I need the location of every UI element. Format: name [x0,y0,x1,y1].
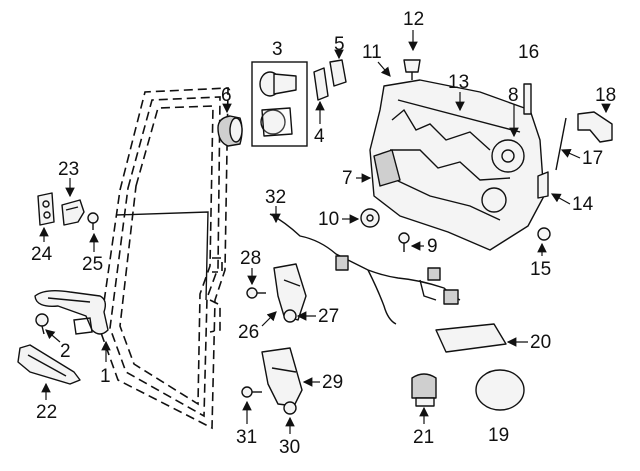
callout-16: 16 [518,42,539,63]
callout-17: 17 [582,148,603,169]
callout-21: 21 [413,427,434,448]
handle-bracket [17,344,81,385]
callout-12: 12 [403,9,424,30]
hinge-nut-27 [283,309,297,323]
rod [555,117,567,171]
callout-15: 15 [530,259,551,280]
callout-6: 6 [221,85,232,106]
outside-handle [34,289,109,335]
callout-26: 26 [238,322,259,343]
callout-27: 27 [318,306,339,327]
callout-19: 19 [488,425,509,446]
regulator-bolt [403,59,421,80]
cylinder-bezel [217,115,243,147]
callout-23: 23 [58,159,79,180]
callout-1: 1 [100,366,111,387]
wiring-harness [269,213,461,325]
hinge-bolt-31 [241,386,262,398]
glass-run-bracket [577,111,613,143]
callout-4: 4 [314,126,325,147]
water-shield [475,369,525,411]
cylinder-retainer [313,67,329,101]
check-bolt [87,212,99,230]
callout-8: 8 [508,85,519,106]
callout-3: 3 [272,39,283,60]
callout-25: 25 [82,254,103,275]
trim-pad [435,323,507,353]
grommet [360,208,380,228]
callout-30: 30 [279,437,300,458]
callout-31: 31 [236,427,257,448]
door-check-plate [37,192,55,226]
callout-28: 28 [240,248,261,269]
callout-32: 32 [265,187,286,208]
callout-24: 24 [31,244,53,265]
pin [523,83,532,115]
handle-screw [35,313,49,335]
callouts: 1 2 3 4 5 6 7 8 9 10 11 12 13 14 15 16 1… [31,9,616,458]
callout-10: 10 [318,209,339,230]
callout-5: 5 [334,34,345,55]
callout-18: 18 [595,85,616,106]
callout-22: 22 [36,402,57,423]
window-regulator [369,79,545,251]
door-shell [99,87,229,430]
rod-clip [329,59,347,87]
door-check-link [61,199,85,226]
callout-2: 2 [60,341,71,362]
lock-cylinder-box [251,61,308,147]
bolt-9 [398,232,410,252]
callout-29: 29 [322,372,343,393]
screw-15 [537,227,551,241]
callout-11: 11 [362,42,382,63]
hinge-bolt-28 [246,287,266,299]
callout-20: 20 [530,332,551,353]
callout-7: 7 [342,168,353,189]
regulator-bracket [537,171,549,199]
hinge-nut-30 [283,401,297,415]
speaker-module [411,373,437,407]
lower-hinge [261,347,303,407]
callout-13: 13 [448,72,469,93]
callout-14: 14 [572,194,594,215]
callout-9: 9 [427,236,438,257]
